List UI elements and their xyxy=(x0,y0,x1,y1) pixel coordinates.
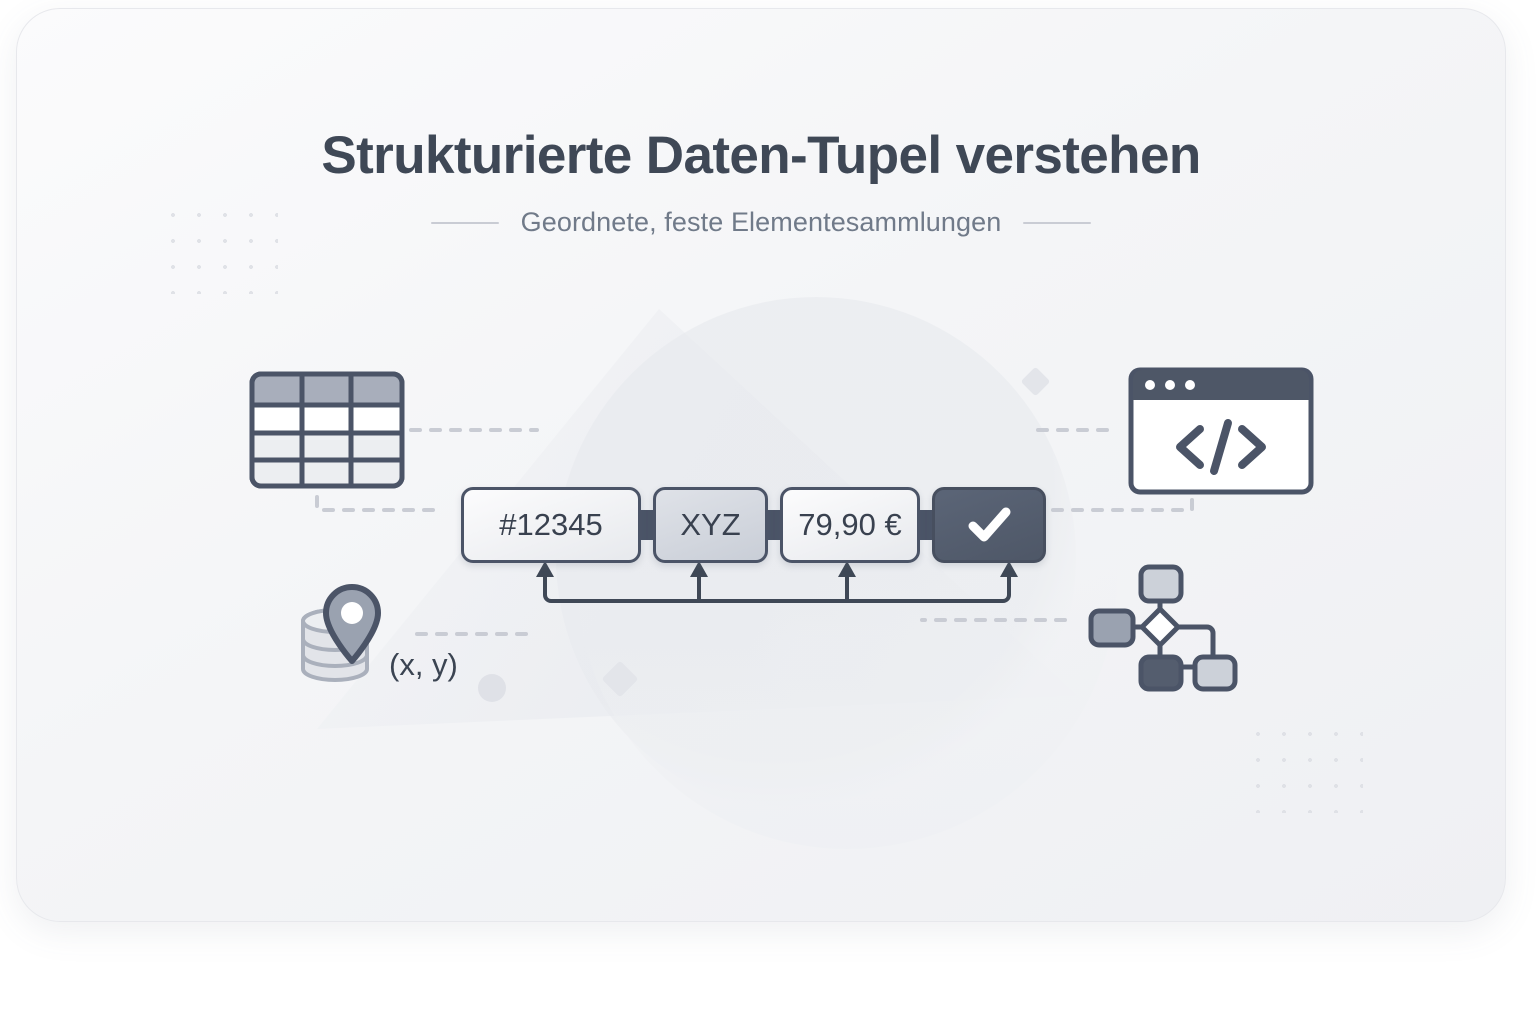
flowchart-icon xyxy=(1088,564,1238,692)
arrow-head xyxy=(838,561,856,577)
header: Strukturierte Daten-Tupel verstehen Geor… xyxy=(17,126,1505,238)
tuple-connector xyxy=(917,510,935,540)
tuple-chip-id-label: #12345 xyxy=(499,507,603,542)
page-subtitle: Geordnete, feste Elementesammlungen xyxy=(520,207,1002,238)
tuple-chip-check[interactable] xyxy=(932,487,1046,563)
subtitle-rule-left xyxy=(430,221,499,224)
check-icon xyxy=(968,507,1011,542)
map-pin-icon xyxy=(323,584,381,664)
subtitle-row: Geordnete, feste Elementesammlungen xyxy=(17,207,1505,238)
arrow-head xyxy=(1000,561,1018,577)
tuple-chip-code[interactable]: XYZ xyxy=(653,487,768,563)
dot-grid-top-left xyxy=(160,202,278,294)
page-title: Strukturierte Daten-Tupel verstehen xyxy=(321,126,1201,185)
decorative-circle xyxy=(478,674,506,702)
tuple-chip-id[interactable]: #12345 xyxy=(461,487,641,563)
table-icon xyxy=(249,371,405,489)
tuple-chip-price[interactable]: 79,90 € xyxy=(780,487,920,563)
tuple-connector xyxy=(638,510,656,540)
code-window-icon xyxy=(1128,367,1314,495)
tuple-chip-price-label: 79,90 € xyxy=(798,507,902,542)
subtitle-rule-right xyxy=(1023,221,1092,224)
info-card: Strukturierte Daten-Tupel verstehen Geor… xyxy=(16,8,1506,922)
arrow-head xyxy=(690,561,708,577)
coordinates-label: (x, y) xyxy=(389,647,458,682)
tuple-chip-code-label: XYZ xyxy=(680,507,741,542)
tuple-index-bracket xyxy=(536,561,1018,603)
tuple-connector xyxy=(765,510,783,540)
tuple-chip-row: #12345 XYZ 79,90 € xyxy=(461,487,1046,563)
decorative-diamond xyxy=(1020,366,1051,397)
database-location-icon xyxy=(301,584,381,682)
dot-grid-bottom-right xyxy=(1245,721,1363,813)
arrow-head xyxy=(536,561,554,577)
